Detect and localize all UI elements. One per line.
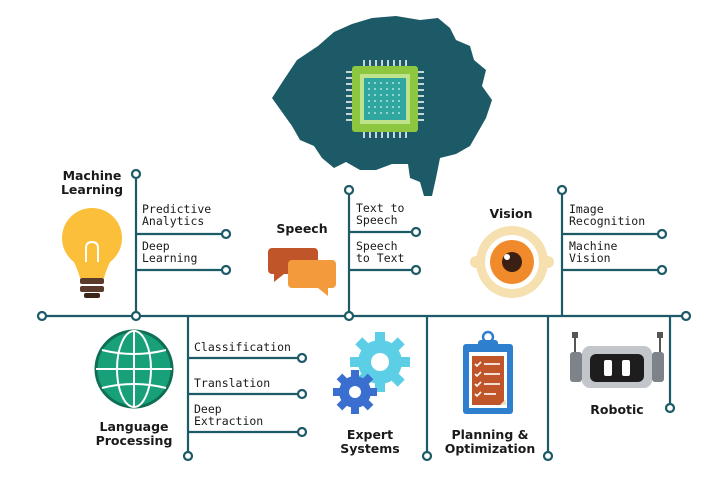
vision-group: Vision Image Recognition Machine Vision — [470, 202, 645, 298]
text-to-speech-line2: Speech — [356, 213, 398, 227]
image-recognition-line1: Image — [569, 202, 604, 216]
robot-icon — [570, 332, 664, 388]
language-processing-title-line2: Processing — [96, 433, 173, 448]
gears-icon — [333, 332, 410, 414]
expert-systems-title-line1: Expert — [347, 427, 393, 442]
expert-systems-title-line2: Systems — [340, 441, 400, 456]
clipboard-icon — [463, 330, 513, 414]
machine-vision-line2: Vision — [569, 251, 611, 265]
machine-learning-group: Machine Learning Predictive Analytics De… — [61, 168, 211, 298]
planning-title-line2: Optimization — [445, 441, 536, 456]
globe-icon — [94, 329, 174, 409]
speech-to-text-line2: to Text — [356, 251, 404, 265]
machine-learning-title-line1: Machine — [63, 168, 122, 183]
deep-learning-line2: Learning — [142, 251, 197, 265]
lightbulb-icon — [62, 208, 122, 298]
deep-extraction-line2: Extraction — [194, 414, 263, 428]
language-processing-title-line1: Language — [99, 419, 168, 434]
robotic-group: Robotic — [570, 332, 664, 417]
vision-title: Vision — [490, 206, 533, 221]
robotic-title: Robotic — [590, 402, 643, 417]
machine-vision-line1: Machine — [569, 239, 618, 253]
expert-systems-group: Expert Systems — [333, 332, 410, 456]
predictive-analytics-line1: Predictive — [142, 202, 211, 216]
speech-title: Speech — [276, 221, 327, 236]
connector-dots — [36, 168, 692, 462]
machine-learning-title-line2: Learning — [61, 182, 123, 197]
classification-label: Classification — [194, 340, 291, 354]
image-recognition-line2: Recognition — [569, 214, 645, 228]
deep-learning-line1: Deep — [142, 239, 170, 253]
text-to-speech-line1: Text to — [356, 201, 405, 215]
language-processing-group: Language Processing Classification Trans… — [94, 329, 291, 448]
speech-bubbles-icon — [268, 248, 336, 296]
planning-group: Planning & Optimization — [445, 330, 536, 456]
deep-extraction-line1: Deep — [194, 402, 222, 416]
planning-title-line1: Planning & — [451, 427, 528, 442]
translation-label: Translation — [194, 376, 270, 390]
speech-group: Speech Text to Speech Speech to Text — [268, 201, 405, 296]
connector-lines — [42, 174, 686, 456]
predictive-analytics-line2: Analytics — [142, 214, 204, 228]
eye-icon — [470, 226, 554, 298]
brain-chip-icon — [272, 16, 492, 196]
speech-to-text-line1: Speech — [356, 239, 398, 253]
